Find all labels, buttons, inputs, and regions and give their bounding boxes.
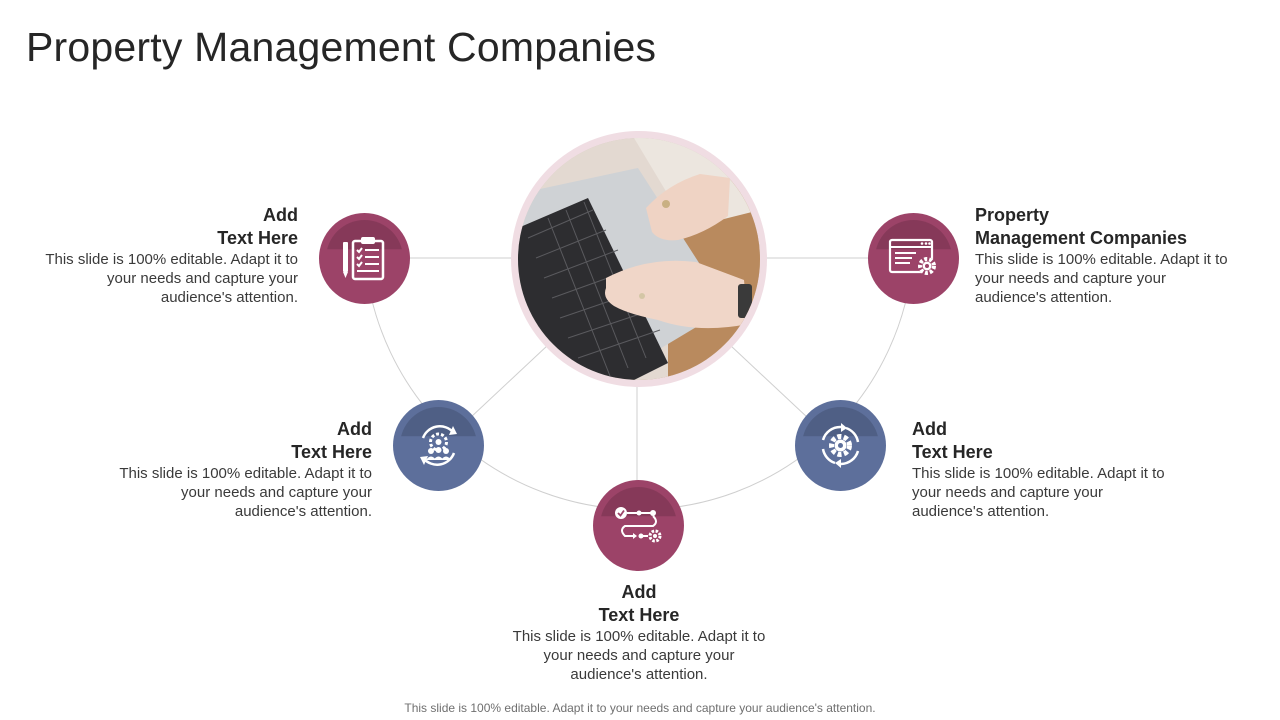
center-photo-laptop-hands [518,138,760,380]
item-body: This slide is 100% editable. Adapt it to… [119,465,372,520]
node-mid-left [393,400,484,491]
connector-line-mid-left [469,344,549,419]
item-label-top-left: Add Text Here This slide is 100% editabl… [40,204,298,307]
item-body: This slide is 100% editable. Adapt it to… [512,628,766,683]
item-label-mid-right: Add Text Here This slide is 100% editabl… [912,418,1170,521]
node-mid-right [795,400,886,491]
node-top-right [868,213,959,304]
connector-line-mid-right [729,344,809,419]
item-body: This slide is 100% editable. Adapt it to… [45,251,298,306]
node-bottom [593,480,684,571]
item-body: This slide is 100% editable. Adapt it to… [975,251,1228,306]
item-label-top-right: Property Management Companies This slide… [975,204,1233,307]
item-label-mid-left: Add Text Here This slide is 100% editabl… [114,418,372,521]
item-body: This slide is 100% editable. Adapt it to… [912,465,1165,520]
slide-footer-note: This slide is 100% editable. Adapt it to… [404,701,876,715]
gear-cycle-icon [821,423,860,468]
node-top-left [319,213,410,304]
item-heading: Add Text Here [217,205,298,248]
process-flow-icon [615,507,662,543]
clipboard-checklist-icon [343,237,385,281]
item-heading: Add Text Here [912,419,993,462]
slide-title: Property Management Companies [26,24,657,70]
item-heading: Property Management Companies [975,205,1188,248]
item-heading: Add Text Here [598,582,680,625]
team-gear-cycle-icon [420,425,457,466]
item-heading: Add Text Here [291,419,372,462]
browser-settings-icon [888,238,936,275]
item-label-bottom: Add Text Here This slide is 100% editabl… [509,581,769,684]
